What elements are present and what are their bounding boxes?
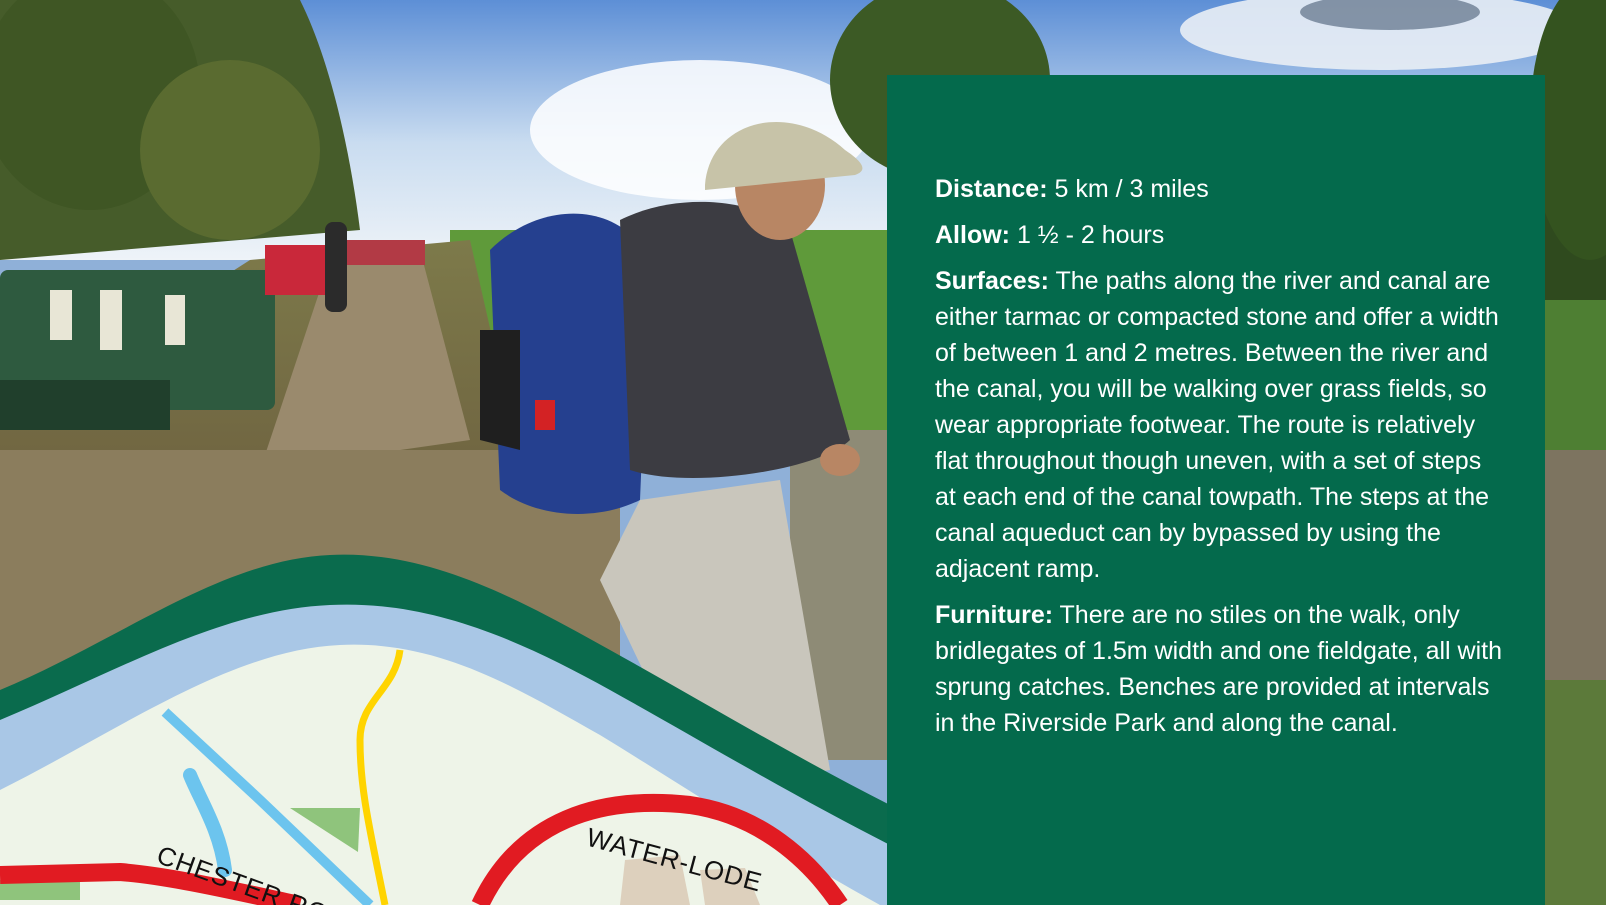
surfaces-label: Surfaces:	[935, 267, 1049, 295]
map-building	[620, 855, 690, 905]
cloud	[1300, 0, 1480, 30]
distance-value: 5 km / 3 miles	[1047, 175, 1209, 203]
map-footpath	[356, 649, 404, 905]
tree	[1530, 0, 1606, 260]
furniture-label: Furniture:	[935, 601, 1054, 629]
flowers	[1545, 680, 1606, 905]
allow-value: 1 ½ - 2 hours	[1010, 221, 1165, 249]
map-green-area	[290, 808, 360, 852]
map-road-chester	[0, 862, 302, 905]
surfaces-info: Surfaces: The paths along the river and …	[935, 263, 1505, 587]
tree	[140, 60, 320, 240]
furniture-info: Furniture: There are no stiles on the wa…	[935, 597, 1505, 741]
narrowboat-hull	[0, 380, 170, 430]
narrowboat-window	[100, 290, 122, 350]
map-green-area	[0, 880, 80, 900]
narrowboat-window	[165, 295, 185, 345]
walker-distant	[325, 222, 347, 312]
map-road-water-lode	[471, 793, 848, 905]
allow-info: Allow: 1 ½ - 2 hours	[935, 217, 1505, 253]
narrowboat	[265, 245, 325, 295]
distance-label: Distance:	[935, 175, 1048, 203]
map-stream	[183, 768, 232, 877]
surfaces-text: The paths along the river and canal are …	[935, 267, 1499, 583]
grass-field	[1540, 300, 1606, 460]
distance-info: Distance: 5 km / 3 miles	[935, 171, 1505, 207]
map-stream	[161, 708, 374, 905]
route-info-panel: Distance: 5 km / 3 miles Allow: 1 ½ - 2 …	[887, 75, 1545, 905]
stone-wall	[1545, 450, 1606, 680]
hiker	[480, 121, 863, 790]
path	[260, 250, 470, 470]
cloud	[1180, 0, 1580, 70]
allow-label: Allow:	[935, 221, 1010, 249]
narrowboat-window	[50, 290, 72, 340]
map-building	[700, 868, 760, 905]
furniture-text: There are no stiles on the walk, only br…	[935, 601, 1503, 737]
